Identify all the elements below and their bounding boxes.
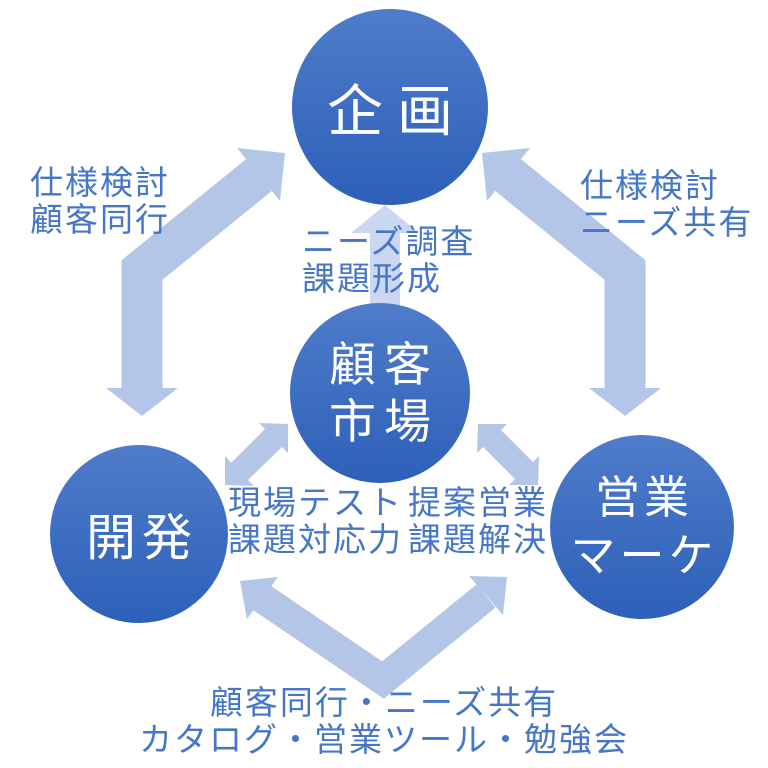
label-market-planning: ニーズ調査 課題形成 [302,223,475,297]
label-development-planning-line2: 顧客同行 [30,201,170,238]
arrow-sales-planning-down-head [589,388,661,416]
arrow-development-market-double [225,423,288,486]
node-development: 開発 [50,445,228,623]
arrow-development-sales-right-head [469,576,507,615]
arrow-development-sales-left-head [240,577,278,619]
label-sales-planning: 仕様検討 ニーズ共有 [580,167,753,241]
label-development-planning: 仕様検討 顧客同行 [30,164,170,238]
node-sales-marketing-label-line1: 営業 [594,472,693,523]
label-sales-planning-line2: ニーズ共有 [580,204,754,241]
node-customer-market-label-line1: 顧客 [329,338,439,391]
node-planning: 企画 [292,9,488,205]
label-market-planning-line2: 課題形成 [302,260,442,297]
arrow-sales-planning-shaft [495,159,646,390]
node-customer-market: 顧客 市場 [290,303,470,483]
arrow-sales-market-double [477,424,539,485]
node-customer-market-label-line2: 市場 [329,395,439,448]
node-development-label: 開発 [86,510,198,566]
label-development-market-line2: 課題対応力 [228,521,403,558]
label-development-market-line1: 現場テスト [228,484,403,521]
label-sales-market-line1: 提案営業 [408,484,548,521]
arrow-development-planning-down-head [106,388,178,416]
node-sales-marketing-label-line2: マーケ [570,530,718,581]
arrow-development-planning-up-head [237,148,285,201]
label-development-sales: 顧客同行・ニーズ共有 カタログ・営業ツール・勉強会 [0,684,768,758]
label-development-sales-line1: 顧客同行・ニーズ共有 [209,684,559,721]
label-sales-market-line2: 課題解決 [408,521,548,558]
label-development-market: 現場テスト 課題対応力 [228,484,403,558]
arrow-development-sales-shaft [253,584,496,699]
label-development-planning-line1: 仕様検討 [30,164,170,201]
node-planning-label: 企画 [327,79,467,143]
label-market-planning-line1: ニーズ調査 [302,223,476,260]
label-sales-planning-line1: 仕様検討 [580,167,720,204]
label-sales-market: 提案営業 課題解決 [408,484,548,558]
node-sales-marketing: 営業 マーケ [550,435,734,619]
arrow-development-planning-shaft [121,159,272,390]
label-development-sales-line2: カタログ・営業ツール・勉強会 [139,721,629,758]
arrow-sales-planning-up-head [482,148,530,201]
arrow-market-planning-up [351,205,419,315]
